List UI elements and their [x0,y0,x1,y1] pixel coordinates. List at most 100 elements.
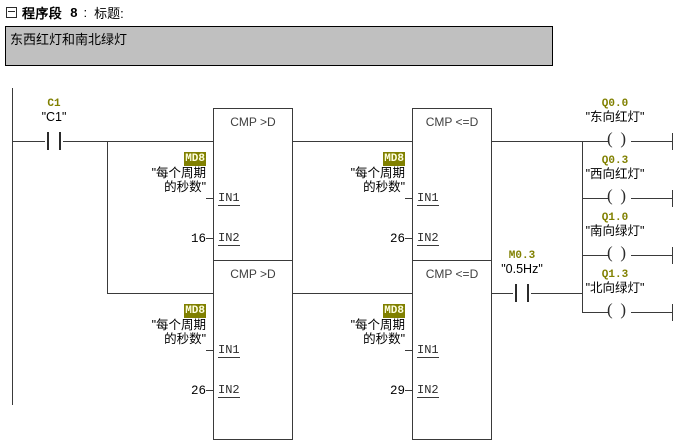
cmp-le-d-bottom-in1-operand[interactable]: MD8 "每个周期 的秒数" [325,302,405,346]
wire-cmp-gt-to-cmp-le-bottom [293,293,412,294]
wire-coil-q0-0-to-end [631,141,672,142]
coil-q1-3-symbol: "北向绿灯" [585,281,645,295]
coil-q1-0-label: Q1.0 "南向绿灯" [560,212,670,238]
cmp-le-d-bottom-in1-lead [405,350,412,351]
cmp-le-d-bottom-in1-address: MD8 [383,304,405,318]
network-label: 程序段 [22,5,63,21]
contact-m0-3[interactable] [513,284,531,302]
network-colon: : [83,4,88,20]
cmp-gt-d-top[interactable]: CMP >D IN1 IN2 [213,108,293,288]
cmp-gt-d-bottom-in2-value: 26 [190,384,206,398]
cmp-gt-d-top-in2-lead [206,238,213,239]
coil-q0-3-end-cap [672,190,673,207]
contact-m0-3-address: M0.3 [508,250,536,262]
output-vertical-bus [582,141,583,312]
cmp-le-d-bottom-in2-value: 29 [389,384,405,398]
wire-cmp-le-bottom-to-m03 [492,293,513,294]
coil-q1-0-address: Q1.0 [601,212,629,224]
cmp-le-d-bottom-in1-pin: IN1 [417,343,439,358]
cmp-gt-d-top-in1-lead [206,198,213,199]
contact-m0-3-right-bar [527,284,529,302]
cmp-le-d-top-in1-operand[interactable]: MD8 "每个周期 的秒数" [325,150,405,194]
cmp-gt-d-bottom-in2-operand[interactable]: 26 [150,383,206,398]
cmp-le-d-bottom-in2-operand[interactable]: 29 [349,383,405,398]
coil-q1-0-left-paren: ( [607,243,616,262]
cmp-gt-d-top-in2-value: 16 [190,232,206,246]
cmp-le-d-top-in1-symbol-line1: "每个周期 [350,166,405,180]
wire-bus-to-coil-q1-3 [582,312,608,313]
left-power-rail [12,88,13,405]
coil-q0-0-address: Q0.0 [601,98,629,110]
coil-q0-3-symbol: "西向红灯" [585,167,645,181]
cmp-gt-d-bottom-in1-symbol-line2: 的秒数" [164,332,206,346]
contact-c1-address: C1 [47,98,61,110]
cmp-gt-d-bottom-in1-lead [206,350,213,351]
contact-c1[interactable] [45,132,63,150]
cmp-gt-d-bottom-in2-pin: IN2 [218,383,240,398]
contact-c1-symbol: "C1" [41,110,67,124]
ladder-diagram: C1 "C1" CMP >D IN1 IN2 MD8 "每个周期 的秒数" 16… [0,80,690,440]
contact-c1-left-bar [47,132,49,150]
cmp-le-d-bottom-in2-pin: IN2 [417,383,439,398]
cmp-gt-d-top-in1-operand[interactable]: MD8 "每个周期 的秒数" [126,150,206,194]
cmp-gt-d-top-title: CMP >D [230,115,276,129]
cmp-le-d-bottom-title: CMP <=D [425,267,479,281]
cmp-le-d-top-in1-address: MD8 [383,152,405,166]
wire-branch-to-cmp-gt-bottom [107,293,213,294]
wire-rail-to-c1 [12,141,45,142]
coil-q1-3-label: Q1.3 "北向绿灯" [560,269,670,295]
coil-q0-0-label: Q0.0 "东向红灯" [560,98,670,124]
coil-q0-3-label: Q0.3 "西向红灯" [560,155,670,181]
cmp-le-d-top-in2-operand[interactable]: 26 [349,231,405,246]
wire-m03-to-output-bus [531,293,583,294]
wire-bus-to-coil-q1-0 [582,255,608,256]
cmp-le-d-top-in2-value: 26 [389,232,405,246]
contact-c1-label: C1 "C1" [12,98,96,124]
network-comment-box[interactable]: 东西红灯和南北绿灯 [5,26,553,66]
wire-cmp-le-top-to-output-bus [492,141,583,142]
cmp-le-d-bottom-in1-symbol-line1: "每个周期 [350,318,405,332]
contact-m0-3-label: M0.3 "0.5Hz" [482,250,562,276]
coil-q0-3[interactable]: ( ) [605,187,631,207]
cmp-gt-d-top-in1-symbol-line1: "每个周期 [151,166,206,180]
contact-c1-right-bar [59,132,61,150]
coil-q0-0-symbol: "东向红灯" [585,110,645,124]
wire-cmp-gt-to-cmp-le-top [293,141,412,142]
coil-q1-3-address: Q1.3 [601,269,629,281]
coil-q0-3-address: Q0.3 [601,155,629,167]
cmp-le-d-top-in1-pin: IN1 [417,191,439,206]
cmp-le-d-top[interactable]: CMP <=D IN1 IN2 [412,108,492,288]
wire-c1-to-cmp-gt-top [63,141,213,142]
coil-q1-3[interactable]: ( ) [605,300,631,321]
cmp-gt-d-bottom-in1-pin: IN1 [218,343,240,358]
cmp-le-d-bottom[interactable]: CMP <=D IN1 IN2 [412,260,492,440]
cmp-gt-d-bottom-title: CMP >D [230,267,276,281]
cmp-gt-d-bottom-in1-address: MD8 [184,304,206,318]
network-header: 程序段 8 : 标题: [6,3,124,21]
cmp-gt-d-top-in1-pin: IN1 [218,191,240,206]
cmp-le-d-bottom-in2-lead [405,390,412,391]
cmp-gt-d-bottom-in1-operand[interactable]: MD8 "每个周期 的秒数" [126,302,206,346]
wire-bus-to-coil-q0-3 [582,198,608,199]
wire-coil-q1-0-to-end [631,255,672,256]
coil-q0-0[interactable]: ( ) [605,129,631,150]
cmp-le-d-top-title: CMP <=D [425,115,479,129]
cmp-gt-d-top-in2-pin: IN2 [218,231,240,246]
coil-q1-0-symbol: "南向绿灯" [585,224,645,238]
contact-m0-3-left-bar [515,284,517,302]
cmp-le-d-top-in1-symbol-line2: 的秒数" [363,180,405,194]
cmp-gt-d-bottom-in2-lead [206,390,213,391]
collapse-box-icon[interactable] [6,6,17,18]
coil-q1-0[interactable]: ( ) [605,243,631,264]
wire-coil-q0-3-to-end [631,198,672,199]
coil-q1-3-left-paren: ( [607,300,616,319]
network-number: 8 [70,4,78,20]
coil-q1-0-end-cap [672,247,673,264]
cmp-gt-d-top-in2-operand[interactable]: 16 [150,231,206,246]
coil-q0-0-end-cap [672,133,673,150]
cmp-gt-d-top-in1-symbol-line2: 的秒数" [164,180,206,194]
coil-q0-0-right-paren: ) [620,129,629,148]
cmp-gt-d-bottom-in1-symbol-line1: "每个周期 [151,318,206,332]
cmp-gt-d-bottom[interactable]: CMP >D IN1 IN2 [213,260,293,440]
coil-q0-0-left-paren: ( [607,129,616,148]
